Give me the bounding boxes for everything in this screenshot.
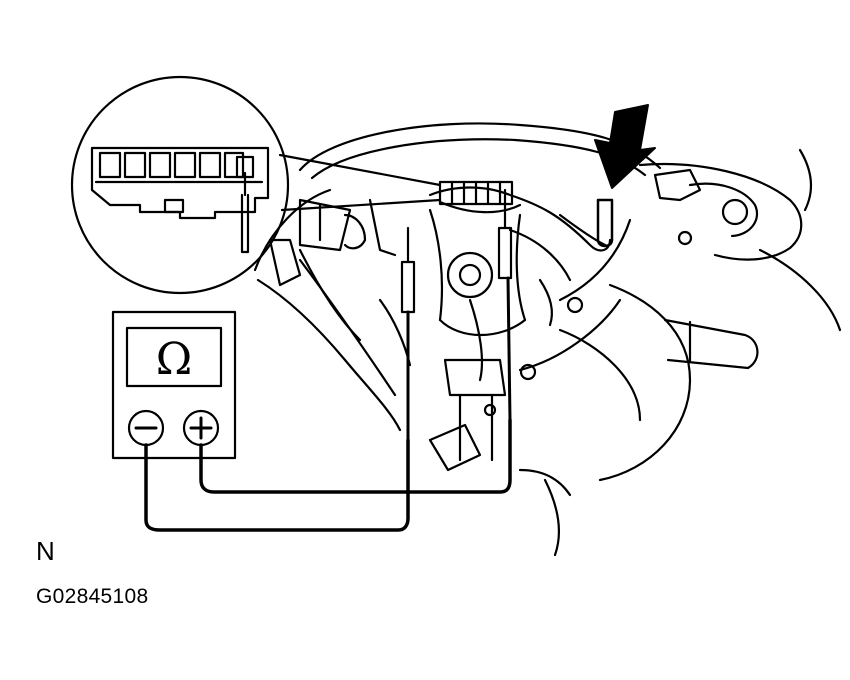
connector-icon (90, 146, 270, 220)
test-leads (144, 418, 512, 532)
steering-assembly (253, 122, 842, 557)
ohm-symbol: Ω (156, 334, 192, 385)
probe-negative (400, 226, 416, 442)
probe-positive (497, 188, 513, 422)
view-label: N (36, 536, 55, 566)
connector-detail-inset (70, 75, 442, 295)
down-arrow-icon (594, 104, 656, 248)
figure-code: G02845108 (36, 585, 149, 608)
